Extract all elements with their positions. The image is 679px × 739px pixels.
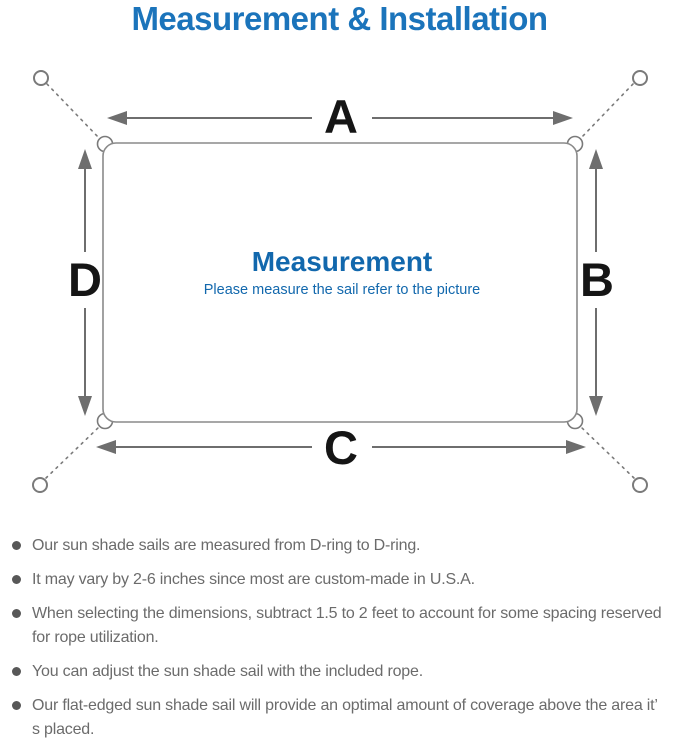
arrowhead-up-icon xyxy=(78,149,92,169)
anchor-point-bottom-left-icon xyxy=(32,477,48,493)
rope-lines xyxy=(45,83,635,479)
notes-list: Our sun shade sails are measured from D-… xyxy=(12,534,668,739)
arrowhead-right-icon xyxy=(566,440,586,454)
arrowhead-left-icon xyxy=(107,111,127,125)
measurement-diagram: A C D B Measurement Please meas xyxy=(32,70,648,493)
list-item: Our flat-edged sun shade sail will provi… xyxy=(12,694,668,739)
arrow-a: A xyxy=(107,90,573,143)
note-text: It may vary by 2-6 inches since most are… xyxy=(32,571,475,588)
rope-line-bottom-left xyxy=(45,426,100,479)
list-item: When selecting the dimensions, subtract … xyxy=(12,602,668,650)
anchor-point-bottom-right-icon xyxy=(632,477,648,493)
list-item: It may vary by 2-6 inches since most are… xyxy=(12,568,668,592)
list-item: You can adjust the sun shade sail with t… xyxy=(12,660,668,684)
arrowhead-down-icon xyxy=(78,396,92,416)
label-d: D xyxy=(68,253,102,306)
label-c: C xyxy=(324,421,358,474)
anchor-points xyxy=(32,70,648,493)
arrow-c: C xyxy=(96,421,586,474)
bullet-icon xyxy=(12,575,21,584)
center-heading: Measurement xyxy=(252,246,433,277)
rope-line-top-right xyxy=(580,83,634,139)
bullet-icon xyxy=(12,667,21,676)
anchor-point-top-right-icon xyxy=(632,70,648,86)
anchor-point-top-left-icon xyxy=(33,70,49,86)
arrowhead-up-icon xyxy=(589,149,603,169)
bullet-icon xyxy=(12,701,21,710)
page-title: Measurement & Installation xyxy=(131,0,548,37)
list-item: Our sun shade sails are measured from D-… xyxy=(12,534,668,558)
label-a: A xyxy=(324,90,358,143)
arrowhead-left-icon xyxy=(96,440,116,454)
note-text: You can adjust the sun shade sail with t… xyxy=(32,663,423,680)
note-text: When selecting the dimensions, subtract … xyxy=(32,605,662,646)
arrowhead-right-icon xyxy=(553,111,573,125)
note-text: Our flat-edged sun shade sail will provi… xyxy=(32,697,658,738)
rope-line-top-left xyxy=(46,83,100,139)
label-b: B xyxy=(580,253,614,306)
note-text: Our sun shade sails are measured from D-… xyxy=(32,537,421,554)
arrow-b: B xyxy=(580,149,614,416)
rope-line-bottom-right xyxy=(580,426,635,479)
arrow-d: D xyxy=(68,149,102,416)
bullet-icon xyxy=(12,541,21,550)
sail-outline xyxy=(102,142,578,423)
bullet-icon xyxy=(12,609,21,618)
arrowhead-down-icon xyxy=(589,396,603,416)
center-caption: Please measure the sail refer to the pic… xyxy=(204,282,480,298)
